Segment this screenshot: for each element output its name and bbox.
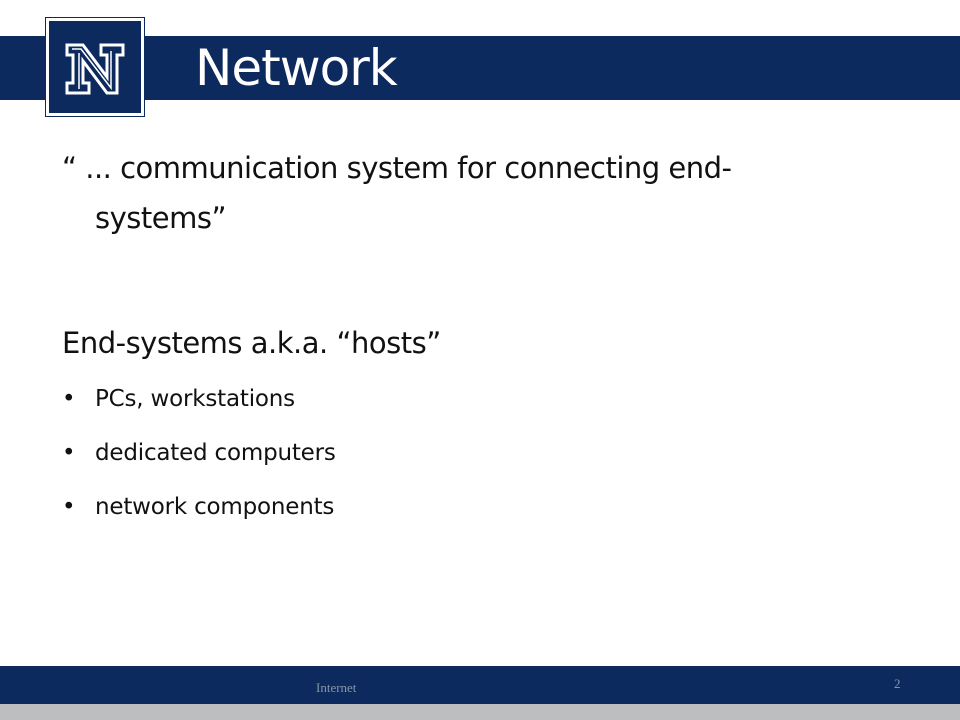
nevada-n-logo-icon <box>45 17 145 117</box>
footer-bar <box>0 666 960 704</box>
bullet-text: PCs, workstations <box>95 386 295 412</box>
subheading: End-systems a.k.a. “hosts” <box>62 326 441 360</box>
slide-title: Network <box>195 39 398 97</box>
footer-label: Internet <box>316 680 357 695</box>
bullet-icon: • <box>62 386 76 412</box>
quote-line-2: systems” <box>95 201 226 235</box>
bullet-text: dedicated computers <box>95 440 336 466</box>
bullet-text: network components <box>95 494 335 520</box>
title-bar <box>0 36 960 100</box>
bullet-icon: • <box>62 440 76 466</box>
page-number: 2 <box>894 676 901 691</box>
bullet-icon: • <box>62 494 76 520</box>
footer-strip <box>0 704 960 720</box>
quote-line-1: “ ... communication system for connectin… <box>62 151 732 185</box>
